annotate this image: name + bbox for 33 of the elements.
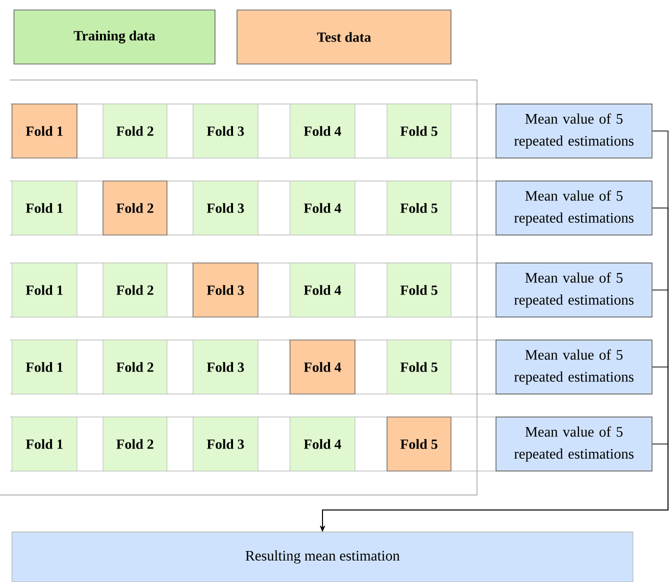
legend-item: Training data [14, 10, 216, 64]
mean-box: Mean value of 5 repeated estimations [496, 104, 652, 158]
legend-item: Test data [236, 10, 452, 64]
fold-box: Fold 5 [386, 262, 452, 318]
fold-box: Fold 5 [386, 416, 452, 472]
fold-box: Fold 1 [12, 340, 78, 394]
fold-box: Fold 3 [192, 180, 258, 236]
mean-box: Mean value of 5 repeated estimations [496, 180, 652, 236]
fold-box: Fold 5 [386, 340, 452, 394]
fold-box: Fold 5 [386, 180, 452, 236]
fold-box: Fold 3 [192, 340, 258, 394]
fold-box: Fold 2 [102, 180, 168, 236]
fold-box: Fold 2 [102, 416, 168, 472]
fold-box: Fold 5 [386, 104, 452, 158]
fold-box: Fold 4 [290, 416, 356, 472]
fold-box: Fold 4 [290, 340, 356, 394]
fold-box: Fold 3 [192, 104, 258, 158]
fold-box: Fold 1 [12, 104, 78, 158]
fold-box: Fold 2 [102, 262, 168, 318]
fold-box: Fold 2 [102, 104, 168, 158]
fold-box: Fold 1 [12, 416, 78, 472]
mean-box: Mean value of 5 repeated estimations [496, 262, 652, 318]
fold-box: Fold 3 [192, 416, 258, 472]
mean-box: Mean value of 5 repeated estimations [496, 416, 652, 472]
fold-box: Fold 3 [192, 262, 258, 318]
mean-box: Mean value of 5 repeated estimations [496, 340, 652, 394]
fold-box: Fold 4 [290, 104, 356, 158]
fold-box: Fold 1 [12, 180, 78, 236]
result-box: Resulting mean estimation [12, 532, 634, 582]
fold-box: Fold 4 [290, 262, 356, 318]
fold-box: Fold 2 [102, 340, 168, 394]
fold-box: Fold 4 [290, 180, 356, 236]
fold-box: Fold 1 [12, 262, 78, 318]
